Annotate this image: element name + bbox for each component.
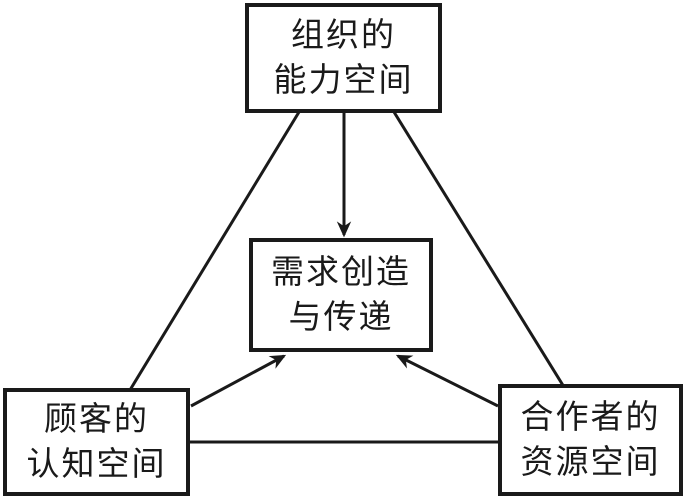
node-partner-resource-space: 合作者的 资源空间	[498, 384, 683, 496]
node-label-line: 与传递	[288, 297, 394, 336]
node-organization-capability-space: 组织的 能力空间	[245, 3, 442, 113]
node-label-line: 组织的	[291, 15, 396, 55]
node-customer-cognitive-space: 顾客的 认知空间	[3, 388, 190, 496]
node-label-line: 认知空间	[26, 444, 167, 483]
node-label-line: 资源空间	[520, 442, 661, 481]
arrow-bottom-left-to-center	[190, 354, 287, 408]
node-label-line: 顾客的	[44, 399, 149, 439]
node-label-line: 需求创造	[271, 252, 411, 292]
node-demand-creation-and-delivery: 需求创造 与传递	[249, 238, 433, 352]
node-label-line: 合作者的	[520, 397, 661, 437]
edge-top-to-bottom-left	[128, 111, 301, 391]
edge-top-to-bottom-right	[392, 111, 566, 388]
node-label-line: 能力空间	[273, 60, 414, 99]
arrow-bottom-right-to-center	[395, 354, 499, 408]
